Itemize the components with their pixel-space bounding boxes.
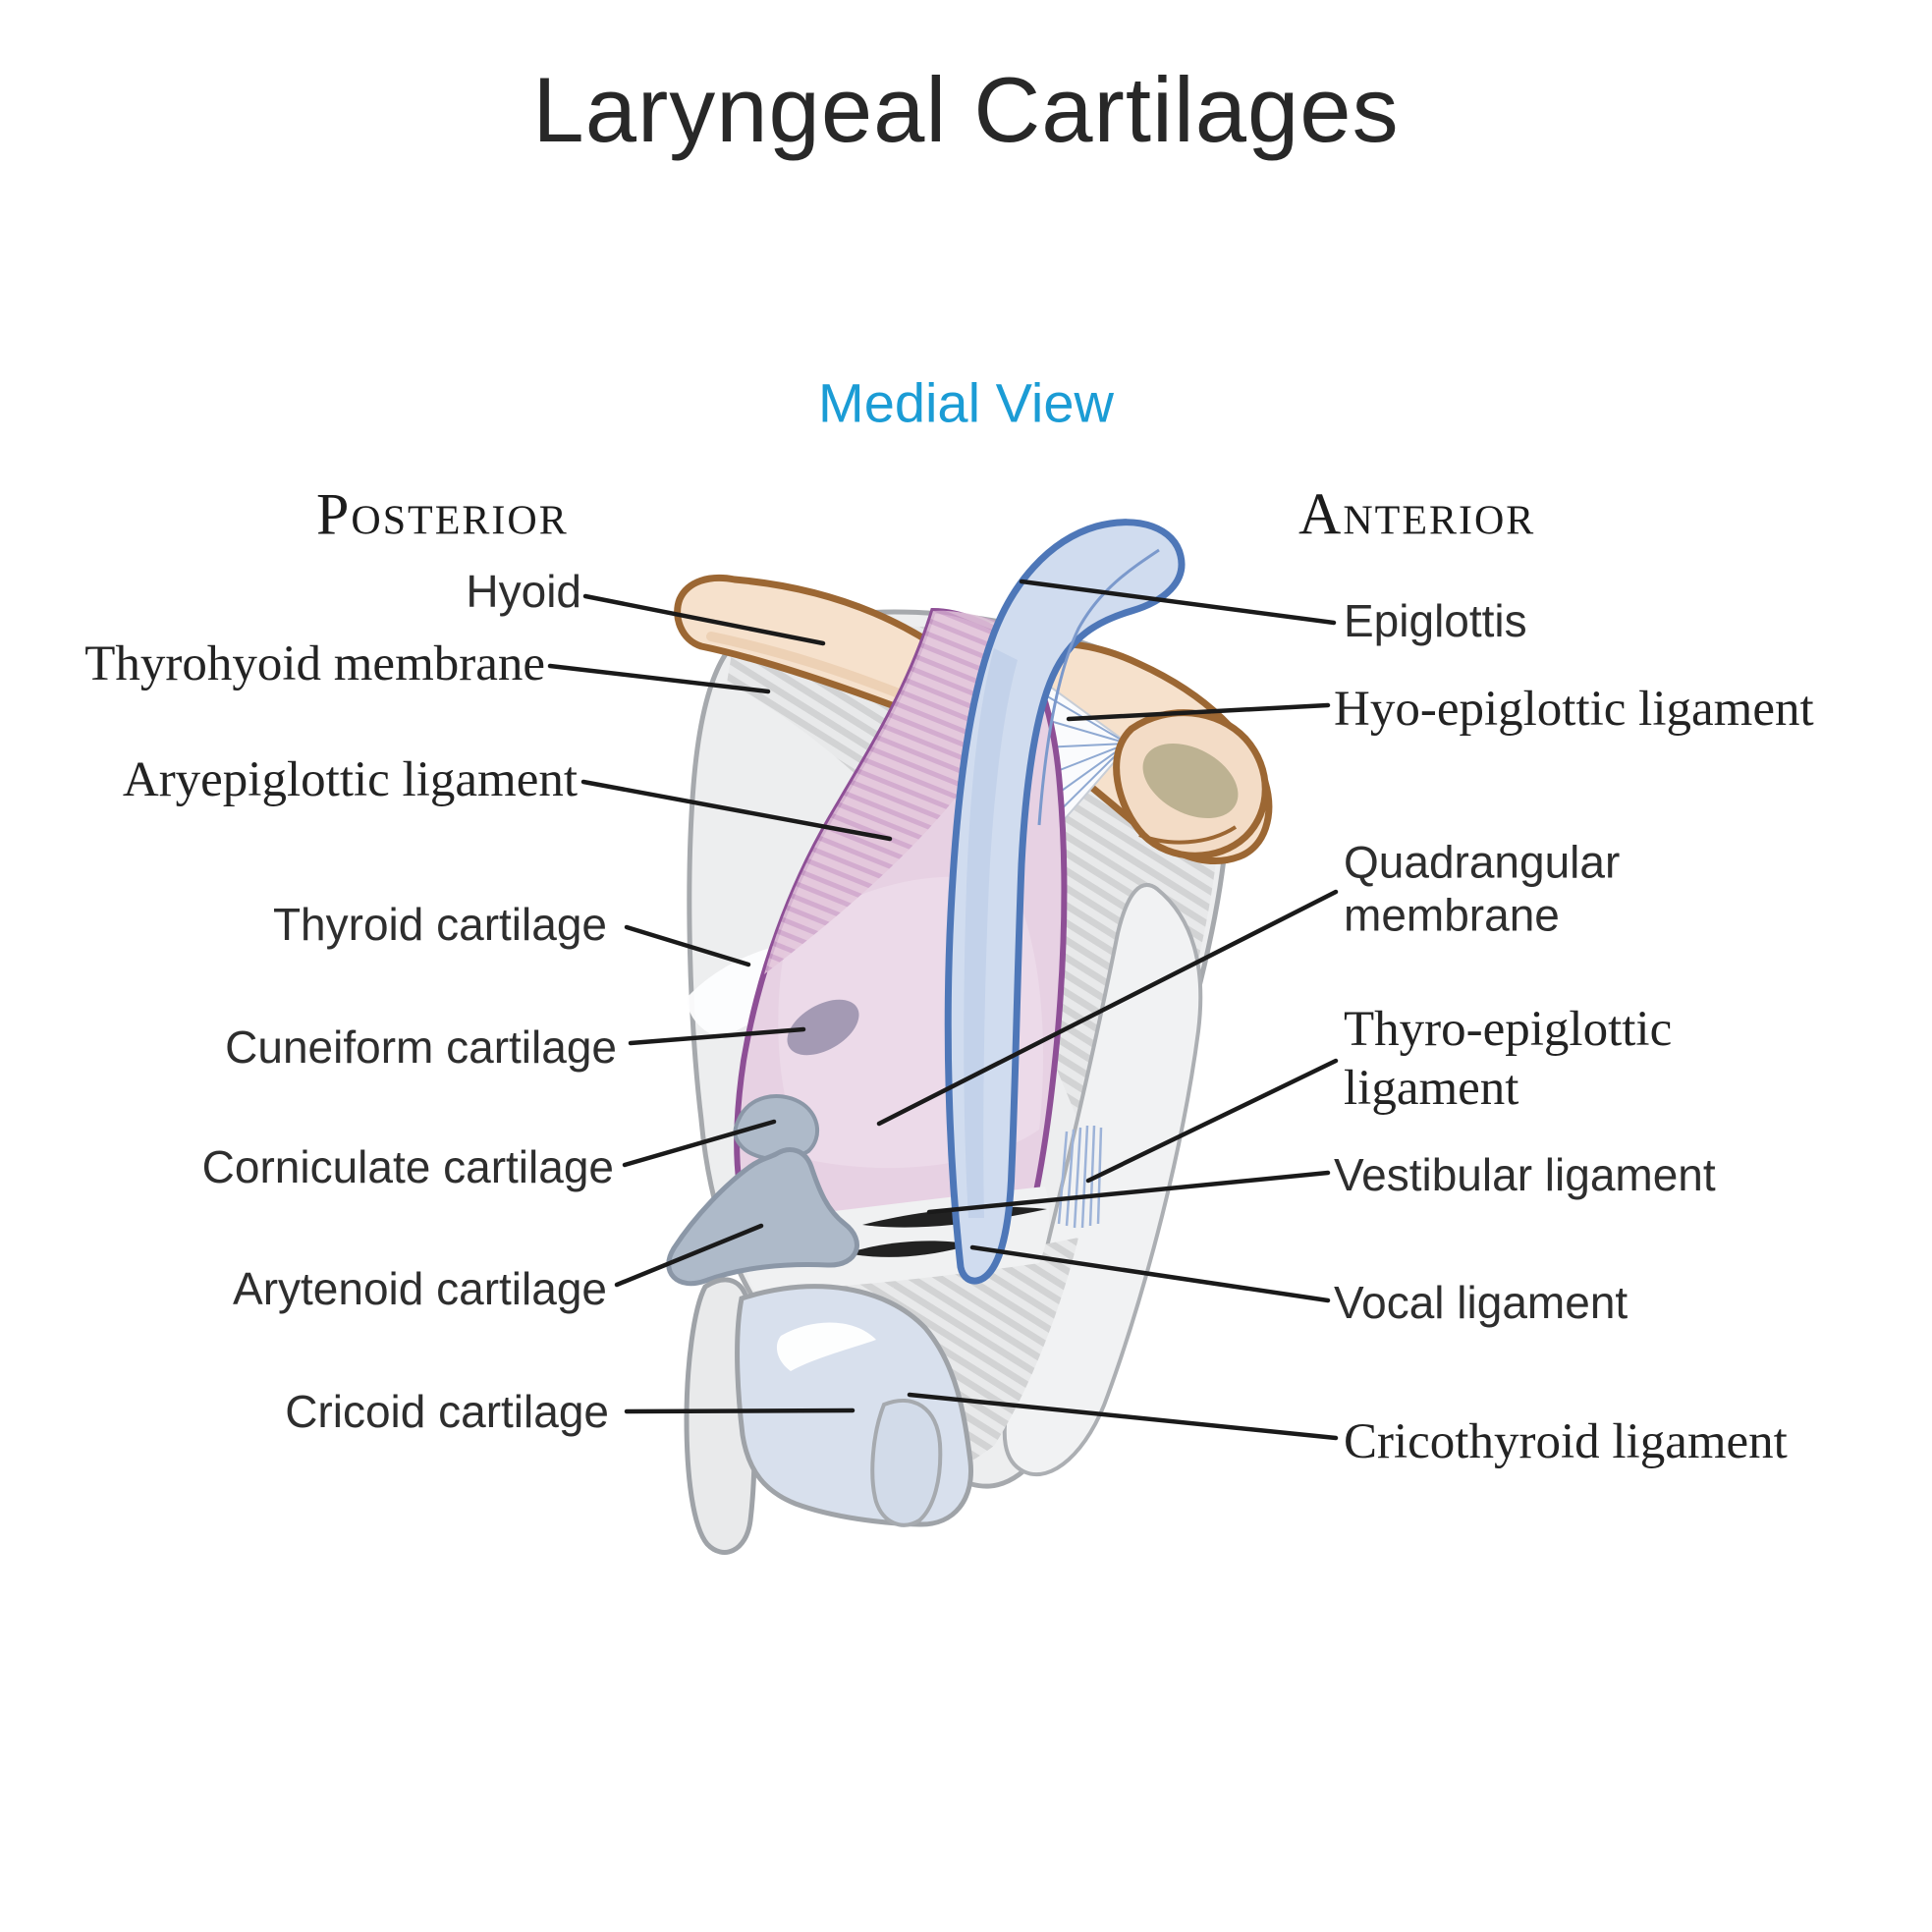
label-hyo-epiglottic-ligament: Hyo-epiglottic ligament (1334, 681, 1814, 737)
thyro-epiglottic-ligament-shape (1057, 1125, 1103, 1229)
label-vocal-ligament: Vocal ligament (1334, 1276, 1628, 1328)
cuneiform-cartilage-shape (787, 999, 859, 1056)
arytenoid-cartilage-shape (666, 1147, 859, 1287)
label-arytenoid-cartilage: Arytenoid cartilage (233, 1262, 607, 1314)
page-title: Laryngeal Cartilages (532, 58, 1400, 161)
label-vestibular-ligament: Vestibular ligament (1334, 1148, 1716, 1200)
vocal-ligament-shape (847, 1241, 972, 1257)
label-epiglottis: Epiglottis (1344, 594, 1527, 646)
label-cricoid-cartilage: Cricoid cartilage (285, 1385, 609, 1437)
label-thyro-epiglottic-ligament: Thyro-epiglottic ligament (1344, 1001, 1673, 1116)
leader-lines (547, 579, 1339, 1441)
label-cuneiform-cartilage: Cuneiform cartilage (225, 1021, 617, 1073)
cricoid-cartilage-shape (684, 1277, 973, 1555)
label-hyoid: Hyoid (466, 565, 581, 617)
view-subtitle: Medial View (818, 371, 1114, 434)
hyoid-cross-section (1113, 709, 1269, 859)
label-quadrangular-membrane: Quadrangular membrane (1344, 836, 1621, 941)
corniculate-cartilage-shape (733, 1094, 820, 1162)
label-thyroid-cartilage: Thyroid cartilage (272, 898, 607, 950)
orientation-anterior: Anterior (1298, 481, 1536, 547)
aryepiglottic-ligament-shape (764, 610, 1025, 974)
orientation-posterior: Posterior (316, 481, 569, 547)
label-cricothyroid-ligament: Cricothyroid ligament (1344, 1413, 1788, 1469)
label-aryepiglottic-ligament: Aryepiglottic ligament (122, 751, 578, 807)
label-thyrohyoid-membrane: Thyrohyoid membrane (84, 635, 545, 691)
label-corniculate-cartilage: Corniculate cartilage (201, 1140, 614, 1192)
